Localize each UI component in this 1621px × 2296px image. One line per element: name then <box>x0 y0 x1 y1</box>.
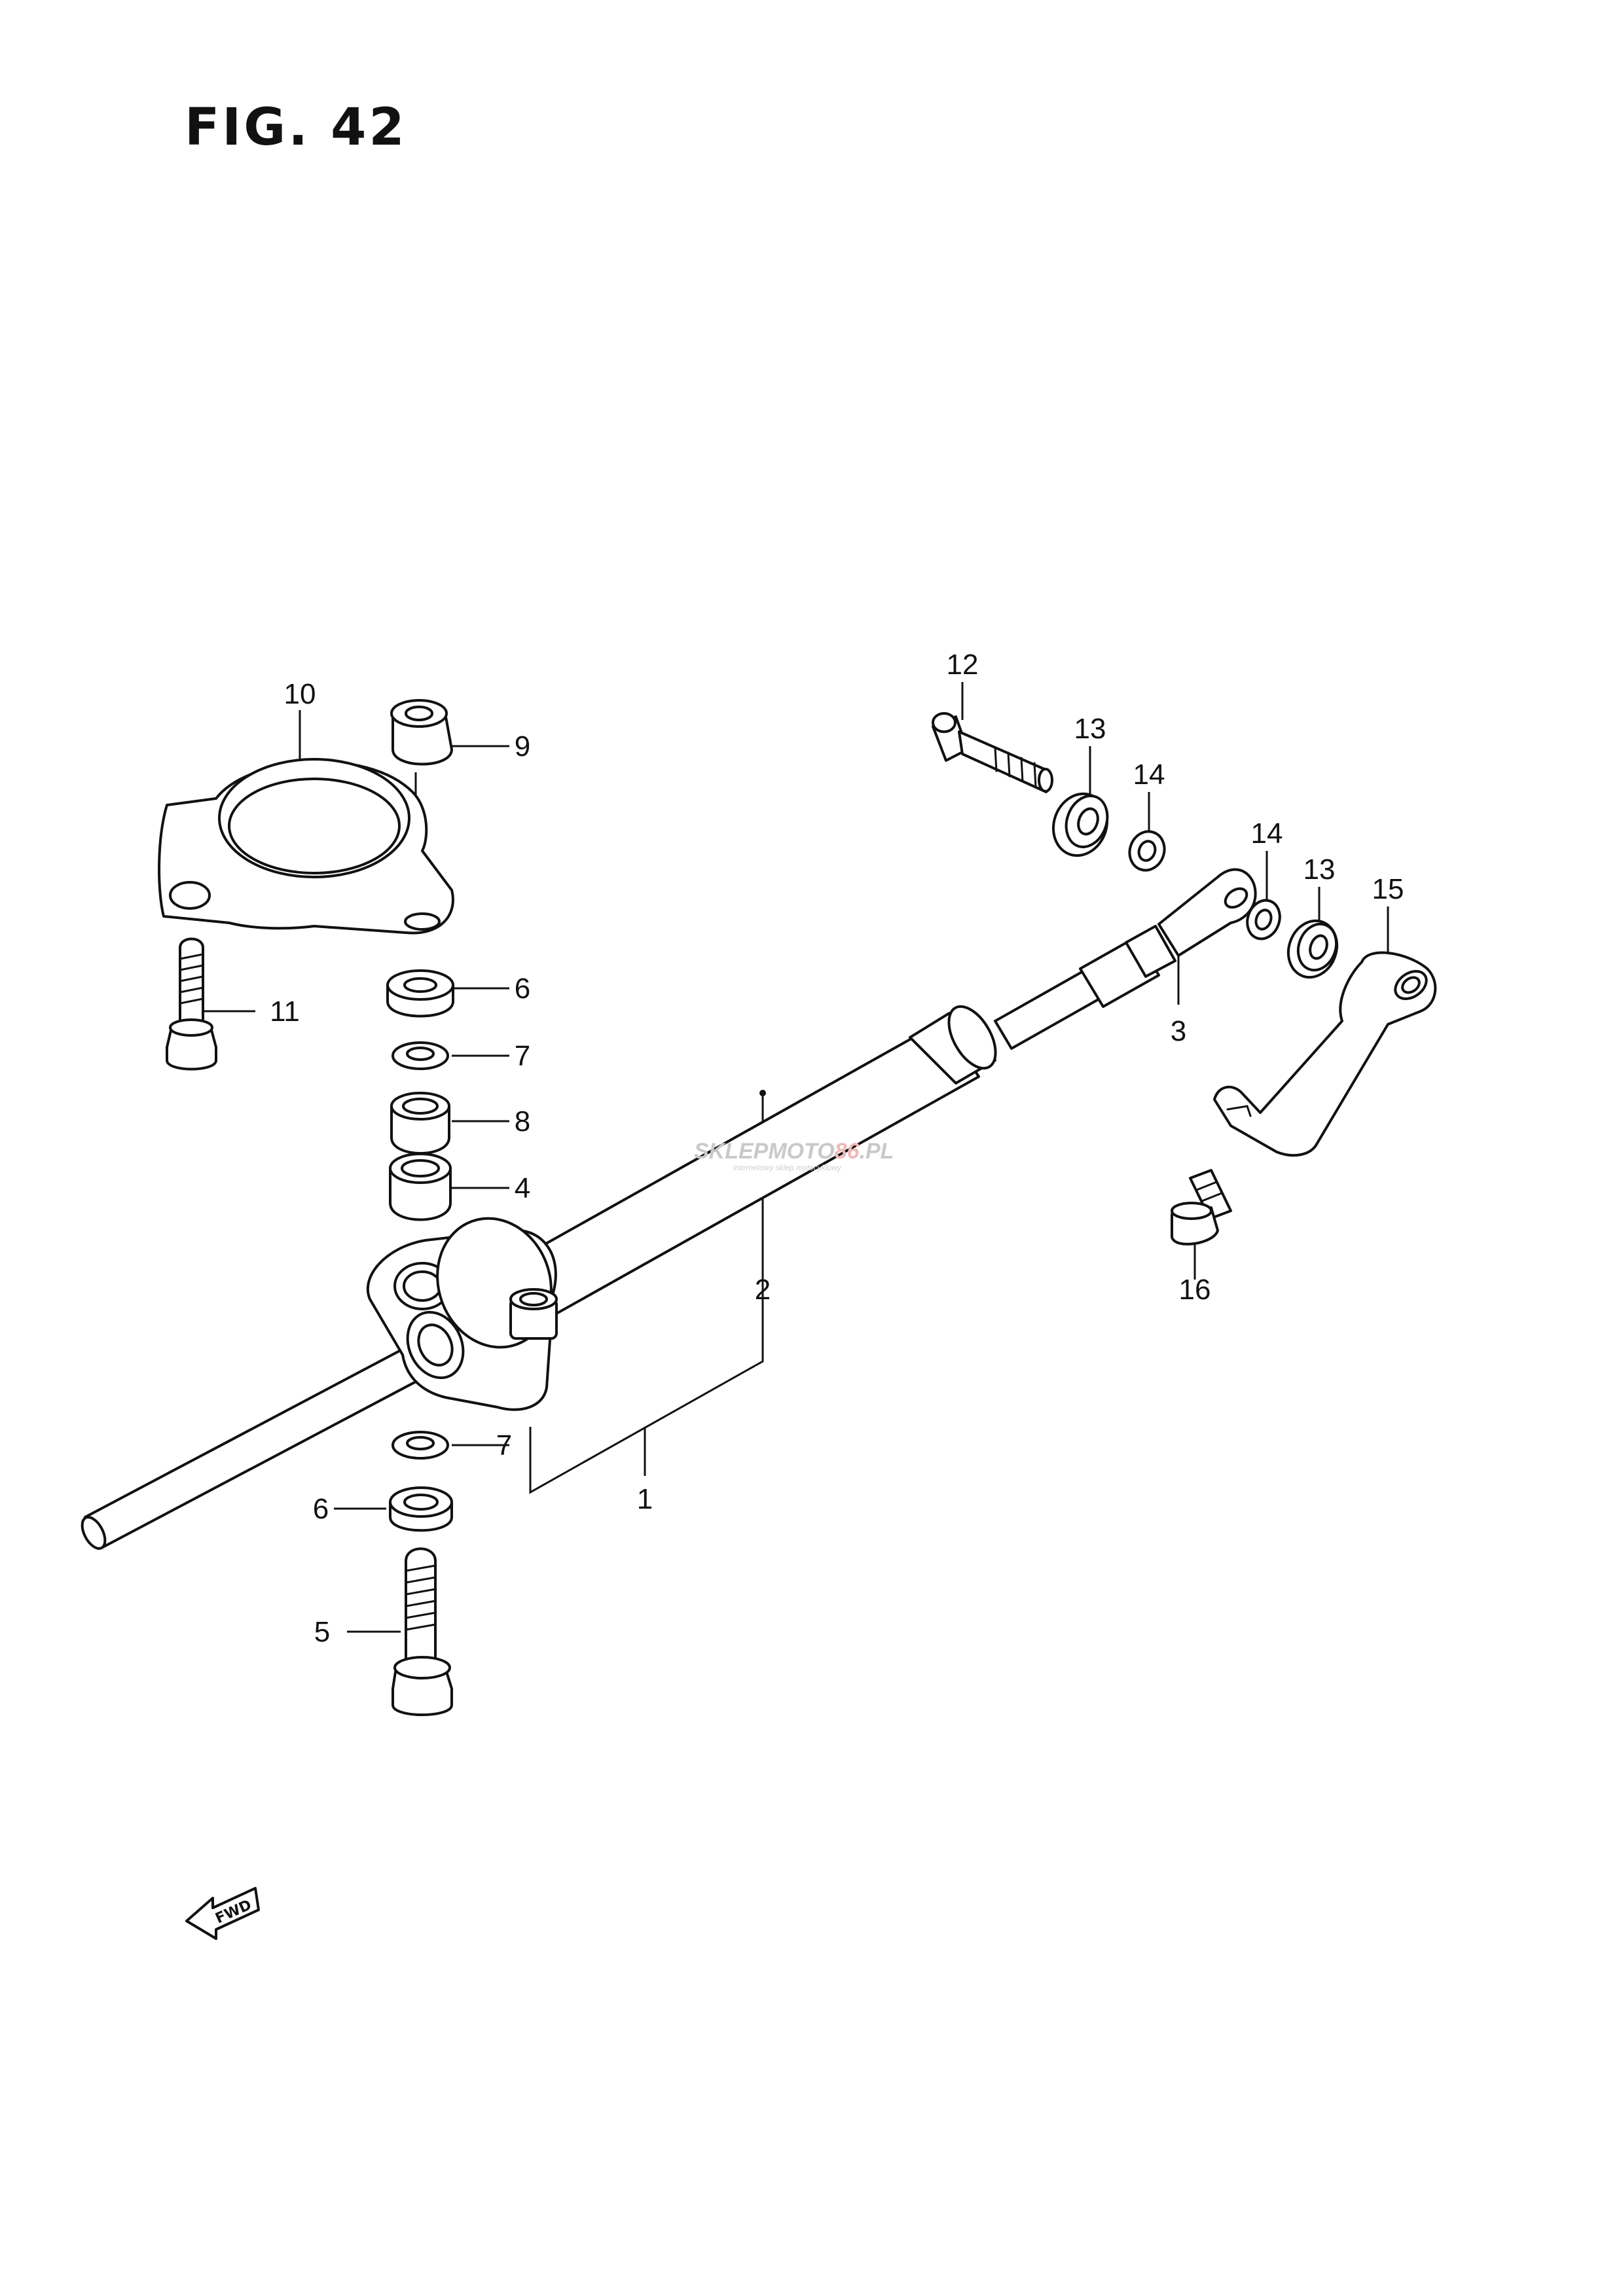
callout-6-lower: 6 <box>313 1493 329 1525</box>
watermark-brand-suffix: .PL <box>860 1139 894 1164</box>
collar-6-upper <box>386 969 454 1018</box>
callout-7-lower: 7 <box>496 1429 512 1462</box>
callout-9: 9 <box>515 730 530 762</box>
callout-14-right: 14 <box>1251 817 1283 850</box>
washer-7-upper <box>392 1041 449 1070</box>
clamp-bracket <box>158 758 454 935</box>
steering-damper-assembly <box>81 868 1257 1550</box>
bolt-12 <box>932 712 1053 793</box>
spacer-8 <box>390 1092 450 1155</box>
forward-direction-marker: FWD <box>185 1887 260 1940</box>
callout-4: 4 <box>515 1172 530 1204</box>
callout-7-upper: 7 <box>515 1040 530 1072</box>
callout-5: 5 <box>314 1616 330 1648</box>
callout-2: 2 <box>755 1274 771 1306</box>
callout-labels: 10 9 11 6 7 8 4 2 1 7 6 5 12 13 14 14 13… <box>270 649 1404 1648</box>
callout-16: 16 <box>1179 1274 1211 1306</box>
watermark-brand: SKLEPMOTO <box>694 1139 835 1164</box>
watermark: SKLEPMOTO86.PL internetowy sklep motocyk… <box>694 1139 894 1172</box>
arrow-left-icon <box>185 1887 260 1940</box>
washer-14-right <box>1246 899 1281 941</box>
damper-bracket-15 <box>1213 951 1437 1157</box>
bearing-4 <box>389 1153 452 1221</box>
washer-7-lower <box>392 1431 449 1460</box>
svg-text:SKLEPMOTO86.PL: SKLEPMOTO86.PL <box>694 1139 894 1164</box>
callout-1: 1 <box>637 1483 653 1515</box>
figure-title: FIG. 42 <box>185 98 407 157</box>
callout-8: 8 <box>515 1105 530 1138</box>
callout-3: 3 <box>1171 1015 1186 1047</box>
callout-10: 10 <box>284 678 316 710</box>
callout-12: 12 <box>947 649 979 681</box>
callout-13-right: 13 <box>1303 853 1336 886</box>
callout-6-upper: 6 <box>515 973 530 1005</box>
nut-9 <box>390 699 453 766</box>
bush-13-right <box>1286 919 1339 979</box>
watermark-tagline: internetowy sklep motocyklowy <box>733 1163 842 1172</box>
watermark-brand-highlight: 86 <box>835 1139 860 1164</box>
bolt-16 <box>1171 1169 1232 1246</box>
callout-13-left: 13 <box>1074 713 1106 745</box>
collar-6-lower <box>389 1486 453 1532</box>
bolt-11 <box>166 937 217 1071</box>
washer-14-left <box>1128 830 1166 872</box>
callout-14-left: 14 <box>1133 759 1165 791</box>
bush-13-left <box>1051 792 1109 857</box>
callout-15: 15 <box>1372 873 1404 905</box>
callout-11: 11 <box>270 996 300 1028</box>
bolt-5 <box>392 1547 453 1716</box>
